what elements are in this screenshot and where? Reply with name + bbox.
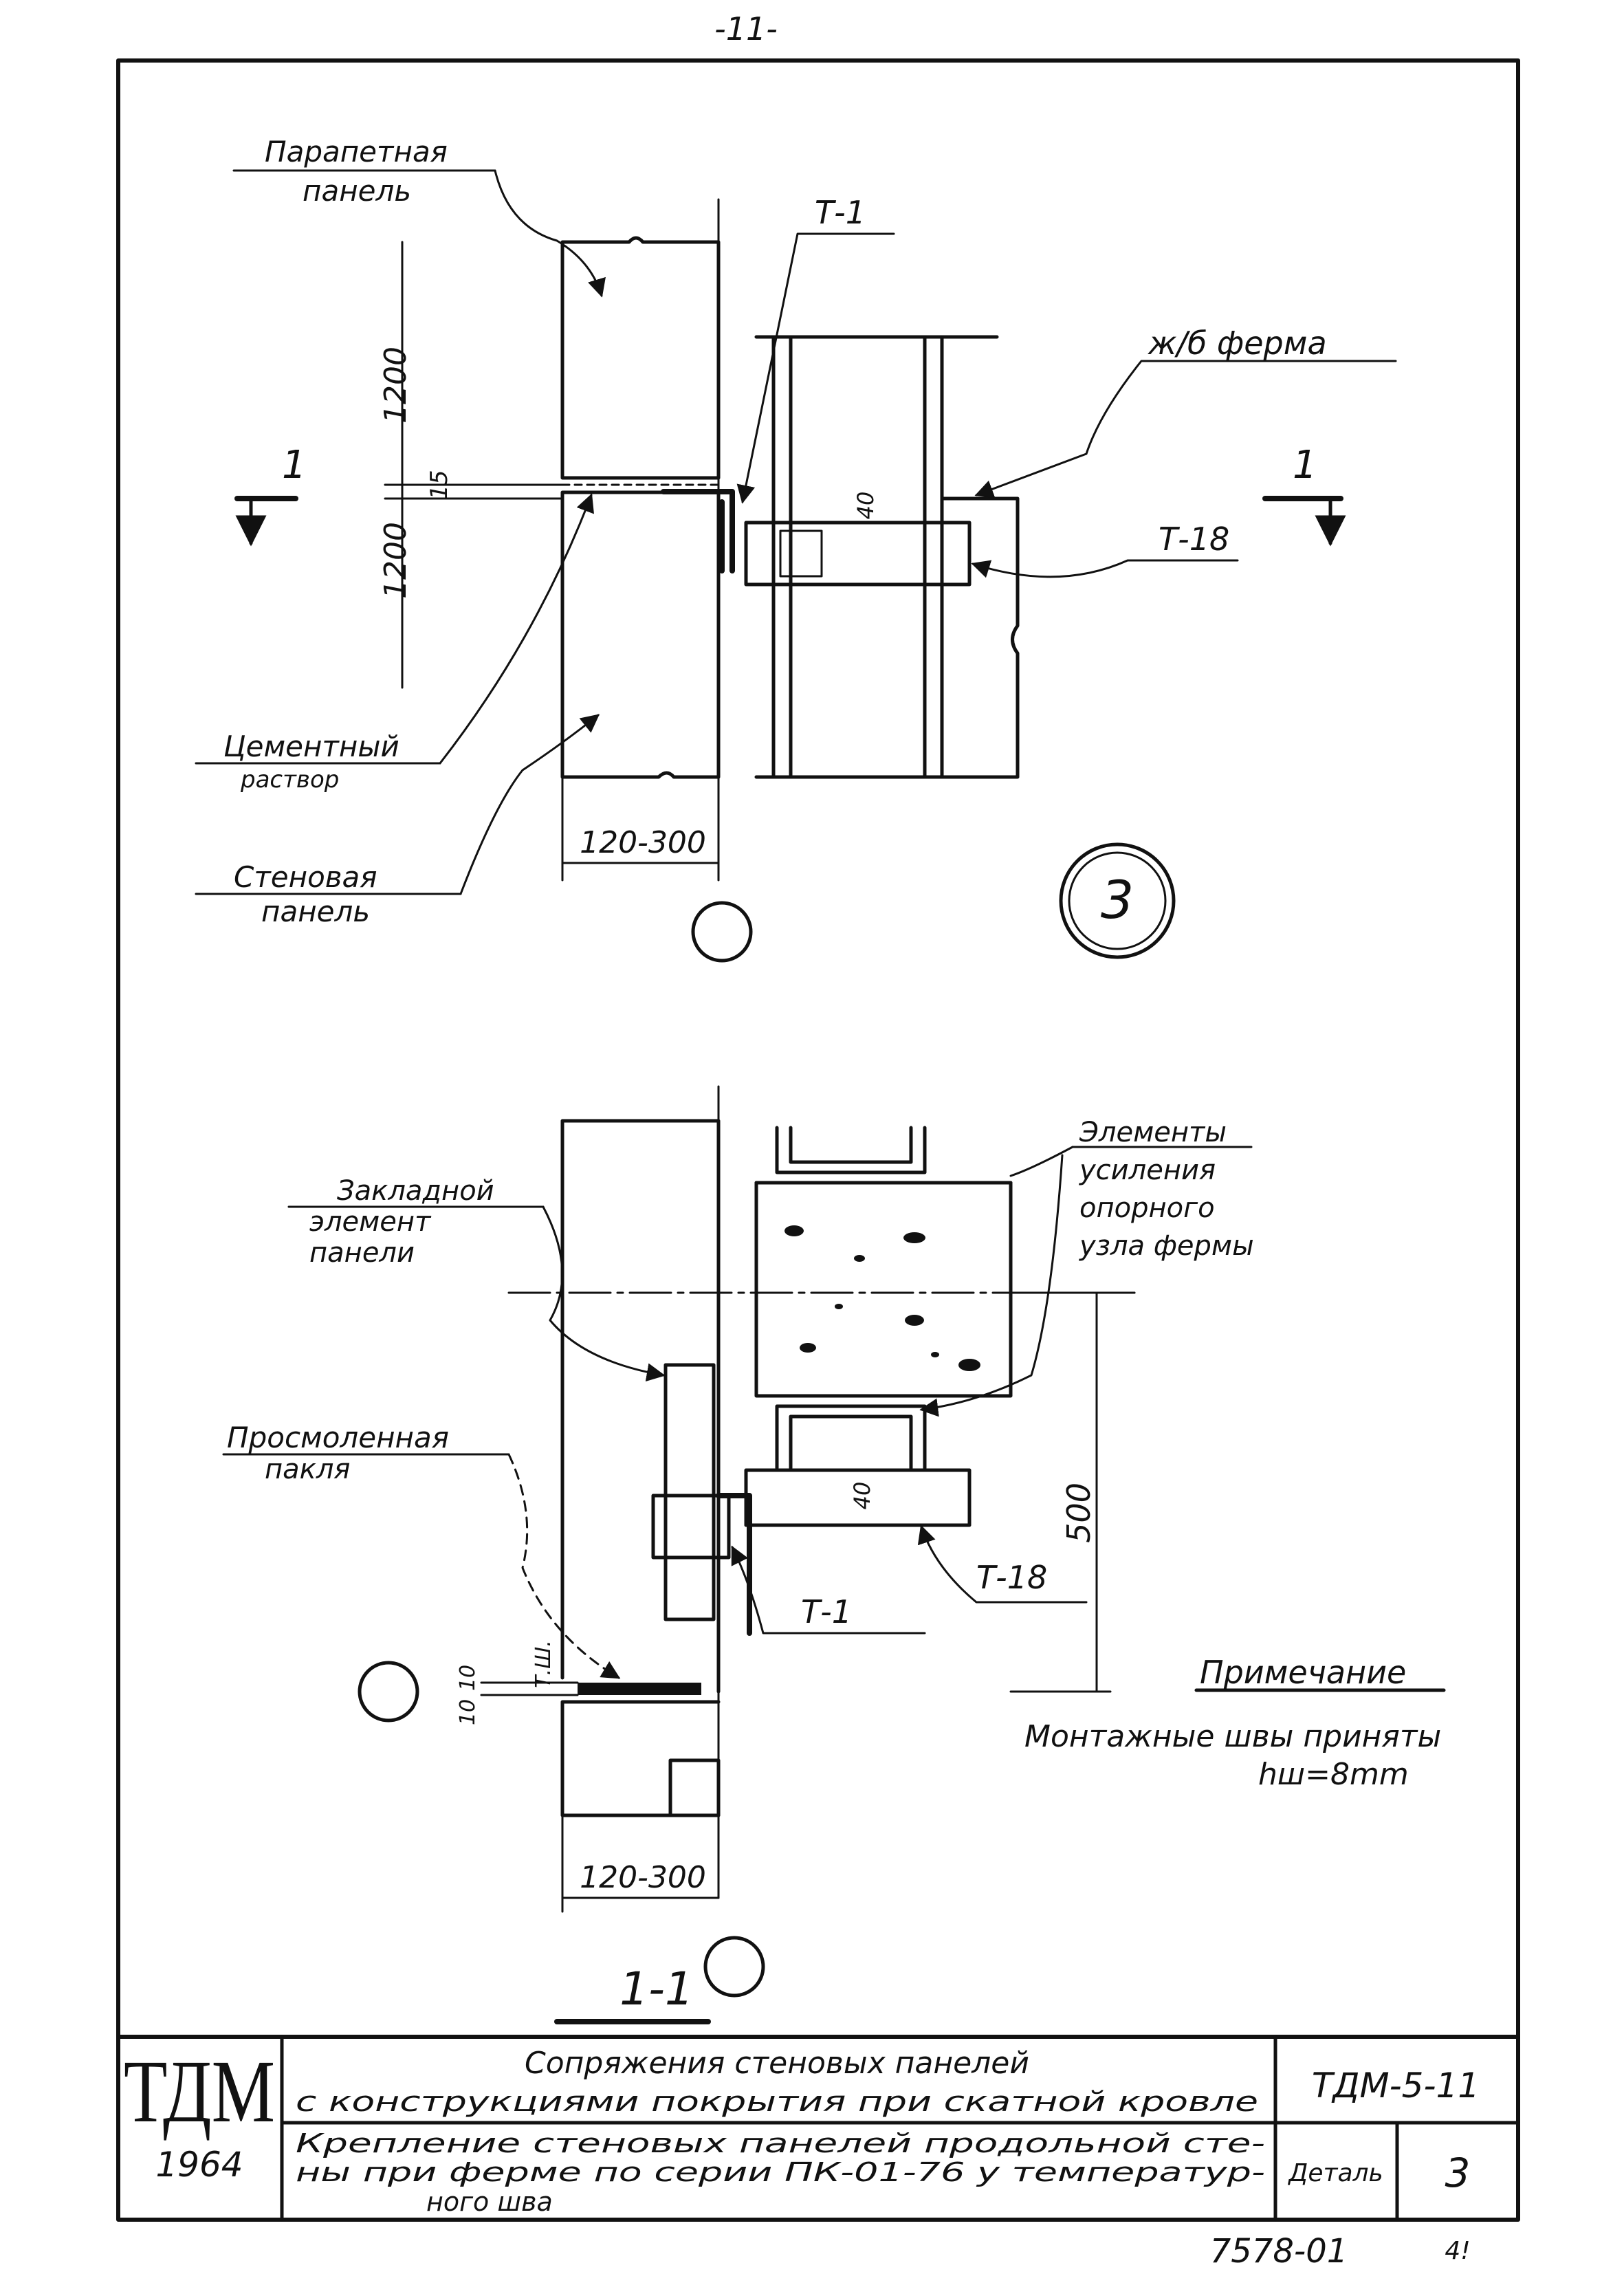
title-block: ТДМ 1964 Сопряжения стеновых панелей с к… [124, 2042, 1480, 2217]
bolt-connection [651, 1494, 731, 1560]
subtitle-line2: ны при ферме по серии ПК-01-76 у темпера… [296, 2157, 1265, 2187]
plate-weld [779, 529, 823, 578]
note-title: Примечание [1200, 1654, 1406, 1691]
dim-1200-lower: 1200 [378, 522, 413, 599]
label-reinf-3: опорного [1079, 1192, 1215, 1224]
detail-circle [1059, 842, 1176, 959]
title-line2: с конструкциями покрытия при скатной кро… [296, 2086, 1258, 2118]
section-title: 1-1 [619, 1963, 694, 2015]
label-reinf-1: Элементы [1079, 1117, 1227, 1148]
embedded-element [663, 1363, 716, 1621]
label-t18-bottom: Т-18 [976, 1559, 1047, 1596]
dim-10-a: 10 [456, 1665, 480, 1691]
dim-10-b: 10 [456, 1699, 480, 1725]
parapet-panel [560, 236, 721, 480]
label-embedded-2: элемент [309, 1206, 432, 1238]
axis-bubble-bottom [703, 1936, 765, 1998]
label-reinf-2: усиления [1079, 1155, 1216, 1186]
truss-outline [754, 335, 1020, 779]
label-tarred-1: Просмоленная [227, 1421, 449, 1454]
label-tarred-2: пакля [265, 1454, 350, 1485]
bottom-view: 500 40 10 10 Т.Ш. 120-300 Закладной элем… [222, 1085, 1446, 2024]
label-t1-bottom: Т-1 [801, 1593, 852, 1630]
label-embedded-3: панели [309, 1237, 415, 1269]
note-line1: Монтажные швы приняты [1024, 1719, 1441, 1754]
truss-lower-chord [775, 1404, 927, 1470]
angle-t1 [661, 489, 735, 573]
detail-label: Деталь [1287, 2159, 1383, 2187]
archive-number: 7578-01 [1210, 2232, 1348, 2271]
upper-panel [560, 1119, 721, 1694]
title-detail-number: 3 [1445, 2150, 1471, 2196]
dim-40-bottom: 40 [849, 1482, 875, 1510]
concrete-aggregate [784, 1225, 980, 1371]
truss-upper-chord [754, 1126, 1013, 1185]
logo: ТДМ [124, 2042, 275, 2141]
label-wall-panel-2: панель [261, 895, 370, 928]
dim-1200-upper: 1200 [378, 347, 413, 424]
axis-bubble-top [691, 901, 753, 963]
label-tsh: Т.Ш. [531, 1640, 556, 1687]
label-truss: ж/б ферма [1148, 325, 1327, 362]
section-mark-right: 1 [1293, 443, 1317, 488]
truss-flanges [771, 335, 944, 779]
label-parapet-panel-1: Парапетная [265, 135, 448, 168]
year: 1964 [155, 2145, 243, 2185]
dim-500: 500 [1060, 1483, 1097, 1543]
label-cement-1: Цементный [223, 730, 399, 763]
label-embedded-1: Закладной [337, 1175, 494, 1207]
axis-bubble-side [358, 1661, 419, 1723]
drawing-code: ТДМ-5-11 [1312, 2066, 1480, 2106]
title-line1: Сопряжения стеновых панелей [525, 2046, 1029, 2081]
subtitle-line3: ного шва [426, 2187, 553, 2217]
label-cement-2: раствор [240, 766, 339, 794]
dim-40-top: 40 [853, 492, 879, 520]
label-wall-panel-1: Стеновая [234, 860, 377, 894]
label-t1-top: Т-1 [815, 194, 866, 231]
note-line2: hш=8mm [1258, 1757, 1409, 1792]
section-mark-left: 1 [282, 443, 307, 488]
detail-number: 3 [1101, 869, 1134, 930]
subtitle-line1: Крепление стеновых панелей продольной ст… [296, 2128, 1265, 2158]
sheet-frame [116, 58, 1520, 2222]
support-plate-t18 [744, 521, 972, 587]
wall-panel [560, 490, 721, 779]
page-number: -11- [714, 10, 778, 47]
label-t18-top: Т-18 [1159, 521, 1229, 558]
dim-thickness-top: 120-300 [580, 825, 706, 860]
top-view: 1200 1200 15 40 120-300 Парапетная панел… [195, 135, 1397, 963]
dim-thickness-bottom: 120-300 [580, 1860, 706, 1895]
label-parapet-panel-2: панель [303, 174, 411, 208]
dim-15: 15 [426, 470, 453, 499]
sheet-mark: 4! [1445, 2237, 1470, 2265]
tarred-oakum [578, 1683, 701, 1695]
label-reinf-4: узла фермы [1079, 1230, 1254, 1262]
